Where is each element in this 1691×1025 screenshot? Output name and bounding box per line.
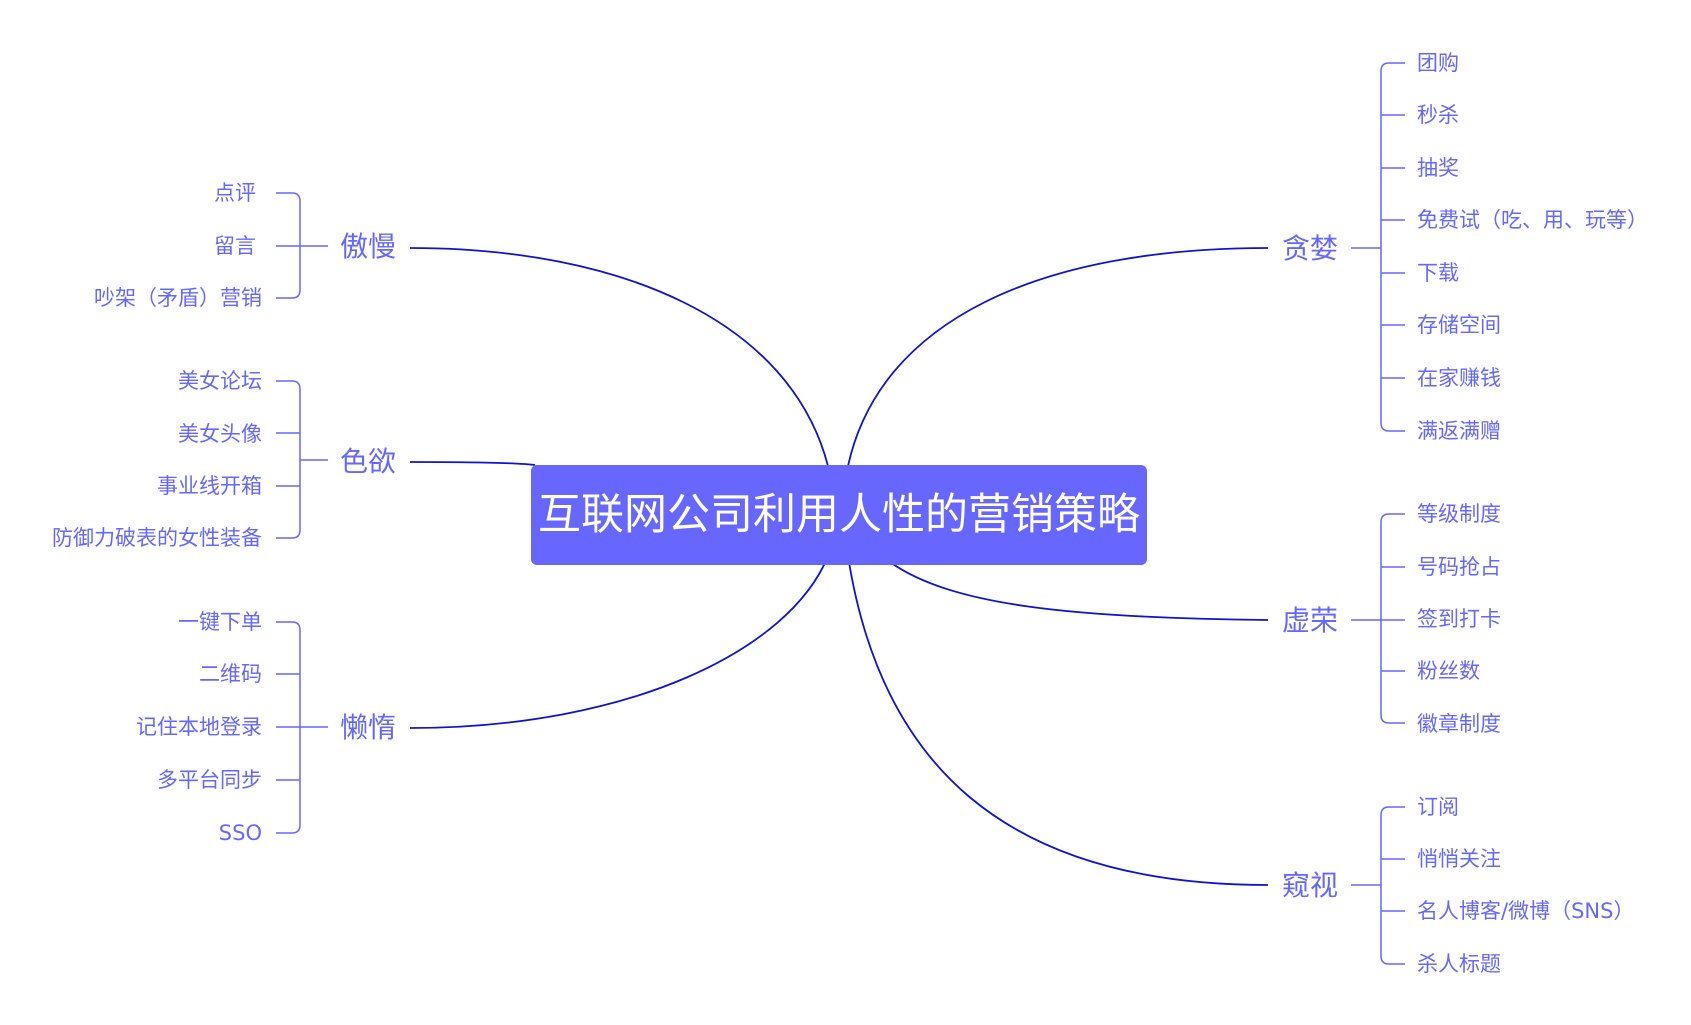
- branch-label: 懒惰: [340, 711, 396, 744]
- leaf-label: 签到打卡: [1417, 607, 1501, 631]
- branch-label: 窥视: [1282, 869, 1338, 902]
- leaf-label: 下载: [1417, 261, 1459, 285]
- leaf-label: 满返满赠: [1417, 419, 1501, 443]
- connector-tanlan: [847, 247, 1269, 467]
- leaf-label: SSO: [219, 821, 262, 845]
- leaf-label: 美女头像: [178, 422, 262, 446]
- root-node-label: 互联网公司利用人性的营销策略: [538, 490, 1140, 540]
- leaf-label: 团购: [1417, 51, 1459, 75]
- leaf-label: 二维码: [199, 662, 262, 686]
- branch-landuo[interactable]: 懒惰 一键下单 二维码 记住本地登录 多平台同步 SSO: [136, 610, 396, 845]
- branch-label: 虚荣: [1282, 604, 1338, 637]
- branch-label: 傲慢: [340, 230, 396, 263]
- leaf-label: 悄悄关注: [1417, 847, 1501, 871]
- connector-landuo: [409, 555, 829, 729]
- leaf-label: 免费试（吃、用、玩等）: [1417, 208, 1648, 232]
- root-node-box: [531, 465, 1147, 565]
- connector-xurong: [889, 561, 1269, 621]
- root-connectors: [409, 247, 1269, 886]
- leaf-label: 粉丝数: [1417, 659, 1480, 683]
- leaf-label: 名人博客/微博（SNS）: [1417, 899, 1634, 923]
- leaf-label: 杀人标题: [1417, 952, 1501, 976]
- branch-seyu[interactable]: 色欲 美女论坛 美女头像 事业线开箱 防御力破表的女性装备: [52, 369, 396, 550]
- leaf-label: 等级制度: [1417, 502, 1501, 526]
- connector-kuishi: [847, 555, 1269, 886]
- leaf-label: 美女论坛: [178, 369, 262, 393]
- leaf-label: 点评: [214, 181, 256, 205]
- branch-aoman[interactable]: 傲慢 点评 留言 吵架（矛盾）营销: [94, 181, 396, 310]
- leaf-bracket: [1380, 513, 1405, 724]
- leaf-label: 事业线开箱: [157, 474, 262, 498]
- branch-label: 贪婪: [1282, 232, 1338, 265]
- leaf-label: 吵架（矛盾）营销: [94, 286, 262, 310]
- branch-label: 色欲: [340, 445, 396, 478]
- leaf-bracket: [1380, 62, 1405, 432]
- connector-aoman: [409, 247, 829, 467]
- leaf-label: 徽章制度: [1417, 712, 1501, 736]
- connector-seyu: [409, 461, 536, 466]
- leaf-label: 在家赚钱: [1417, 366, 1501, 390]
- branch-kuishi[interactable]: 窥视 订阅 悄悄关注 名人博客/微博（SNS） 杀人标题: [1282, 795, 1634, 976]
- branch-tanlan[interactable]: 贪婪 团购 秒杀 抽奖 免费试（吃、用、玩等） 下载 存储空间 在家赚钱 满返满…: [1282, 51, 1648, 443]
- leaf-label: 订阅: [1417, 795, 1459, 819]
- leaf-label: 抽奖: [1417, 156, 1459, 180]
- leaf-label: 多平台同步: [157, 768, 262, 792]
- root-node[interactable]: 互联网公司利用人性的营销策略: [531, 465, 1147, 565]
- leaf-label: 记住本地登录: [136, 715, 262, 739]
- leaf-label: 防御力破表的女性装备: [52, 526, 262, 550]
- leaf-label: 留言: [214, 234, 256, 258]
- leaf-label: 存储空间: [1417, 313, 1501, 337]
- leaf-label: 号码抢占: [1417, 555, 1501, 579]
- branch-xurong[interactable]: 虚荣 等级制度 号码抢占 签到打卡 粉丝数 徽章制度: [1282, 502, 1501, 736]
- leaf-label: 一键下单: [178, 610, 262, 634]
- leaf-bracket: [1380, 806, 1405, 965]
- leaf-label: 秒杀: [1417, 103, 1459, 127]
- leaf-bracket: [276, 380, 301, 539]
